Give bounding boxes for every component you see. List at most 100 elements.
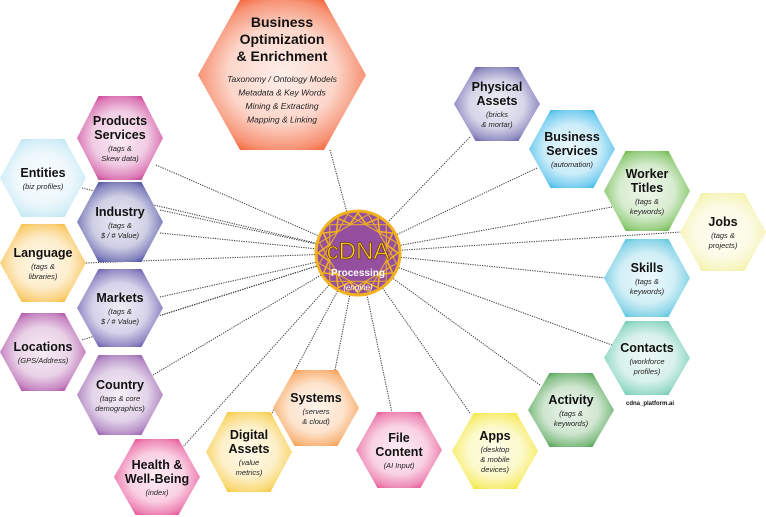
hexagon-shape	[77, 269, 163, 347]
node-subtitle: (servers	[302, 407, 329, 416]
hexagon-shape	[273, 370, 359, 446]
hub-inner-disc	[331, 226, 385, 280]
node-title: Assets	[229, 442, 270, 456]
hexagon-shape	[604, 151, 690, 231]
connector-entities	[81, 187, 318, 244]
node-title: Markets	[96, 291, 143, 305]
node-subtitle: (workforce	[629, 357, 664, 366]
node-skills[interactable]: Skills(tags &keywords)	[604, 239, 690, 317]
node-subtitle: (tags &	[108, 144, 132, 153]
node-locations[interactable]: Locations (GPS/Address)	[0, 313, 86, 391]
node-title-line: & Enrichment	[236, 48, 327, 64]
star-outline	[316, 211, 400, 295]
hexagon-shape	[0, 139, 86, 217]
connector-business-services	[395, 167, 538, 236]
connector-country	[152, 274, 323, 376]
node-title: Systems	[290, 391, 341, 405]
hexagon-shape	[0, 313, 86, 391]
node-systems[interactable]: Systems(servers& cloud)	[273, 370, 359, 446]
node-subtitle: devices)	[481, 465, 509, 474]
node-subtitle: keywords)	[630, 207, 665, 216]
node-subtitle: keywords)	[554, 419, 589, 428]
node-subtitle: (tags &	[635, 277, 659, 286]
node-title: Titles	[631, 181, 663, 195]
node-subtitle: (AI Input)	[384, 461, 415, 470]
node-subtitle: $ / # Value)	[100, 317, 140, 326]
hexagon-shape	[680, 193, 766, 271]
star-square-2	[318, 213, 398, 293]
node-title: Content	[375, 445, 423, 459]
hub-note: (engine)	[343, 283, 373, 292]
node-entities[interactable]: Entities (biz profiles)	[0, 139, 86, 217]
hexagon-shape	[356, 412, 442, 488]
hub-subtitle: Processing	[331, 268, 385, 279]
node-item: Mining & Extracting	[245, 101, 318, 111]
node-title: Entities	[20, 166, 65, 180]
hexagon-shape	[77, 355, 163, 435]
node-subtitle: (tags &	[635, 197, 659, 206]
platform-footnote: cdna_platform.ai	[626, 401, 675, 407]
node-subtitle: (tags &	[559, 409, 583, 418]
node-title: Assets	[477, 94, 518, 108]
hexagon-shape	[452, 413, 538, 489]
connector-contacts	[397, 266, 613, 346]
node-title: Health &	[132, 458, 183, 472]
node-title: Activity	[548, 393, 593, 407]
node-health-well-being[interactable]: Health &Well-Being(index)	[114, 439, 200, 515]
connector-physical-assets	[386, 136, 471, 224]
connector-systems	[334, 294, 351, 371]
connector-file-content	[366, 293, 393, 414]
hexagon-shape	[77, 182, 163, 262]
node-title-line: Optimization	[240, 31, 325, 47]
node-title: Digital	[230, 428, 268, 442]
node-title: Services	[94, 128, 145, 142]
node-subtitle: (GPS/Address)	[18, 356, 69, 365]
node-markets[interactable]: Markets (tags &$ / # Value)	[77, 269, 163, 347]
connector-industry	[159, 209, 318, 245]
hexagon-shape	[528, 373, 614, 447]
star-square-0	[329, 224, 387, 282]
hexagon-shape	[0, 224, 86, 302]
node-subtitle: profiles)	[633, 367, 661, 376]
node-subtitle: (tags &	[31, 262, 55, 271]
node-item: Metadata & Key Words	[238, 88, 326, 98]
connector-products-services	[155, 164, 320, 237]
node-item: Mapping & Linking	[247, 115, 317, 125]
node-title: Services	[546, 144, 597, 158]
node-subtitle: (tags &	[108, 307, 132, 316]
node-title: Jobs	[708, 215, 737, 229]
hexagon-shape	[529, 110, 615, 188]
node-subtitle: & mobile	[480, 455, 509, 464]
connector-activity	[391, 277, 541, 386]
node-title: Physical	[472, 80, 523, 94]
node-industry[interactable]: Industry(tags &$ / # Value)	[77, 182, 163, 262]
hexagon-shape	[604, 239, 690, 317]
node-language[interactable]: Language(tags &libraries)	[0, 224, 86, 302]
node-jobs[interactable]: Jobs(tags &projects)	[680, 193, 766, 271]
node-title: Locations	[13, 340, 72, 354]
node-title: Language	[13, 246, 72, 260]
cdna-hub: cDNA Processing (engine)	[314, 209, 402, 297]
node-subtitle: $ / # Value)	[100, 231, 140, 240]
node-subtitle: (automation)	[551, 160, 594, 169]
node-title: Business	[544, 130, 600, 144]
hexagon-shape	[198, 0, 366, 150]
node-title: Worker	[626, 167, 669, 181]
hexagon-shape	[77, 96, 163, 180]
hexagon-shape	[206, 412, 292, 492]
connector-business-optimization	[329, 149, 348, 213]
node-subtitle: (biz profiles)	[23, 182, 64, 191]
node-subtitle: projects)	[708, 241, 738, 250]
node-activity[interactable]: Activity (tags &keywords)	[528, 373, 614, 447]
node-subtitle: (tags &	[108, 221, 132, 230]
